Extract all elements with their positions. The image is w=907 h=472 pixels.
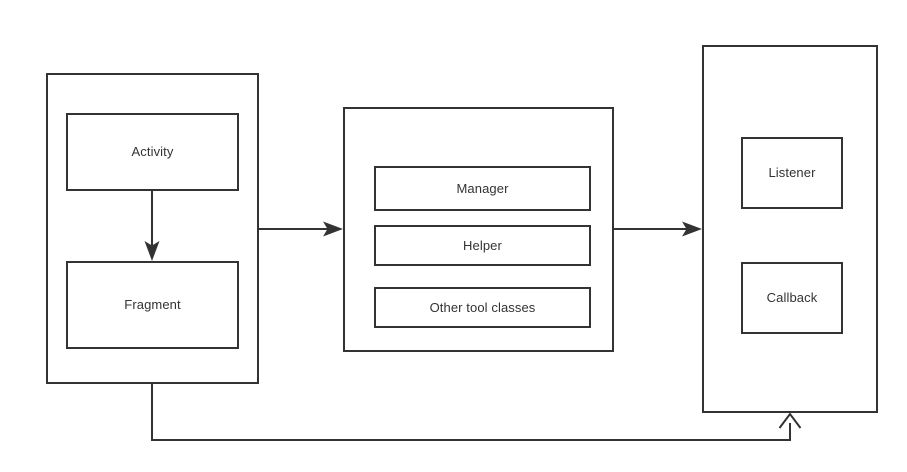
connector-ui-to-tool[interactable] [258,221,343,237]
arrowhead-down-icon [144,241,160,261]
node-box-activity[interactable] [66,113,239,191]
node-box-other-tool-classes[interactable] [374,287,591,328]
callback-layer-container[interactable] [702,45,878,413]
node-box-manager[interactable] [374,166,591,211]
arrowhead-up-open-icon [778,412,802,429]
node-box-listener[interactable] [741,137,843,209]
arrowhead-right-icon [682,221,702,237]
node-boxes [66,113,843,349]
connector-tool-to-callback[interactable] [613,221,702,237]
connector-feedback-loop[interactable] [151,383,802,441]
connectors [144,190,802,441]
arrowhead-right-icon [323,221,343,237]
node-box-fragment[interactable] [66,261,239,349]
connector-activity-to-fragment[interactable] [144,190,160,261]
node-box-helper[interactable] [374,225,591,266]
node-box-callback[interactable] [741,262,843,334]
